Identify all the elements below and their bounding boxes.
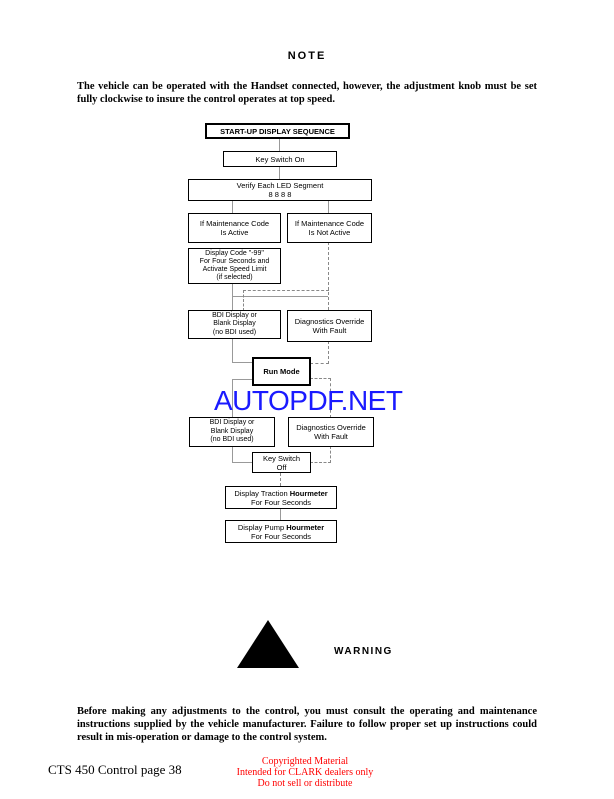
warning-triangle-icon xyxy=(237,620,299,668)
label: Is Active xyxy=(220,228,249,237)
flow-title: START-UP DISPLAY SEQUENCE xyxy=(220,126,335,136)
connector xyxy=(232,462,252,463)
label: Diagnostics Override xyxy=(296,423,366,432)
connector xyxy=(232,200,233,213)
label: Display Code "-99" xyxy=(205,250,264,257)
connector xyxy=(232,362,252,363)
label: If Maintenance Code xyxy=(199,219,270,228)
flow-title-box: START-UP DISPLAY SEQUENCE xyxy=(205,123,350,139)
connector xyxy=(280,509,281,520)
label: Blank Display xyxy=(213,320,256,328)
label: (no BDI used) xyxy=(210,436,254,444)
copyright-line: Copyrighted Material xyxy=(261,756,349,767)
page-footer: CTS 450 Control page 38 xyxy=(48,762,182,777)
run-mode-box: Run Mode xyxy=(252,357,311,386)
label: (no BDI used) xyxy=(212,328,257,336)
label: If Maintenance Code xyxy=(294,219,365,228)
connector xyxy=(232,379,252,380)
copyright-line: Do not sell or distribute xyxy=(257,778,353,789)
dashed-connector xyxy=(328,242,329,310)
label: For Four Seconds xyxy=(250,531,312,541)
warning-text: Before making any adjustments to the con… xyxy=(77,706,537,743)
warning-label: WARNING xyxy=(334,646,393,657)
watermark: AUTOPDF.NET xyxy=(214,385,403,416)
label: 8 8 8 8 xyxy=(268,190,292,199)
note-text: The vehicle can be operated with the Han… xyxy=(77,81,537,105)
connector xyxy=(232,296,328,297)
label: With Fault xyxy=(314,432,348,441)
label: Is Not Active xyxy=(308,228,351,237)
copyright-notice: Copyrighted Material Intended for CLARK … xyxy=(220,756,390,789)
dashed-connector xyxy=(310,341,329,364)
key-switch-on-box: Key Switch On xyxy=(223,151,337,167)
label: Diagnostics Override xyxy=(294,317,365,326)
note-heading: NOTE xyxy=(287,50,327,62)
label: Hourmeter xyxy=(286,522,325,532)
label: Blank Display xyxy=(210,427,254,435)
label: Display Traction Hourmeter xyxy=(234,489,327,498)
label: (if selected) xyxy=(216,274,253,281)
connector xyxy=(232,338,233,362)
key-switch-on-label: Key Switch On xyxy=(255,154,305,164)
label: BDI Display or xyxy=(212,311,257,319)
label: With Fault xyxy=(312,326,347,335)
label: Key Switch xyxy=(262,453,301,463)
label: Display Pump Hourmeter xyxy=(238,523,324,532)
label: Activate Speed Limit xyxy=(202,266,267,273)
connector xyxy=(279,138,280,151)
label: BDI Display or xyxy=(209,419,255,427)
connector xyxy=(279,166,280,179)
connector xyxy=(328,200,329,213)
label: For Four Seconds xyxy=(250,497,312,507)
label: Display Traction xyxy=(234,488,290,498)
copyright-line: Intended for CLARK dealers only xyxy=(236,767,374,778)
label: Off xyxy=(276,462,287,472)
label: Run Mode xyxy=(263,367,300,376)
dashed-connector xyxy=(243,290,329,311)
connector xyxy=(232,446,233,462)
dashed-connector xyxy=(310,446,331,463)
label: Hourmeter xyxy=(289,488,328,498)
dashed-connector xyxy=(280,473,281,486)
label: Verify Each LED Segment xyxy=(236,181,324,190)
label: Display Pump xyxy=(237,522,287,532)
dashed-connector xyxy=(310,378,331,418)
connector xyxy=(232,379,233,417)
label: For Four Seconds and xyxy=(199,258,270,265)
